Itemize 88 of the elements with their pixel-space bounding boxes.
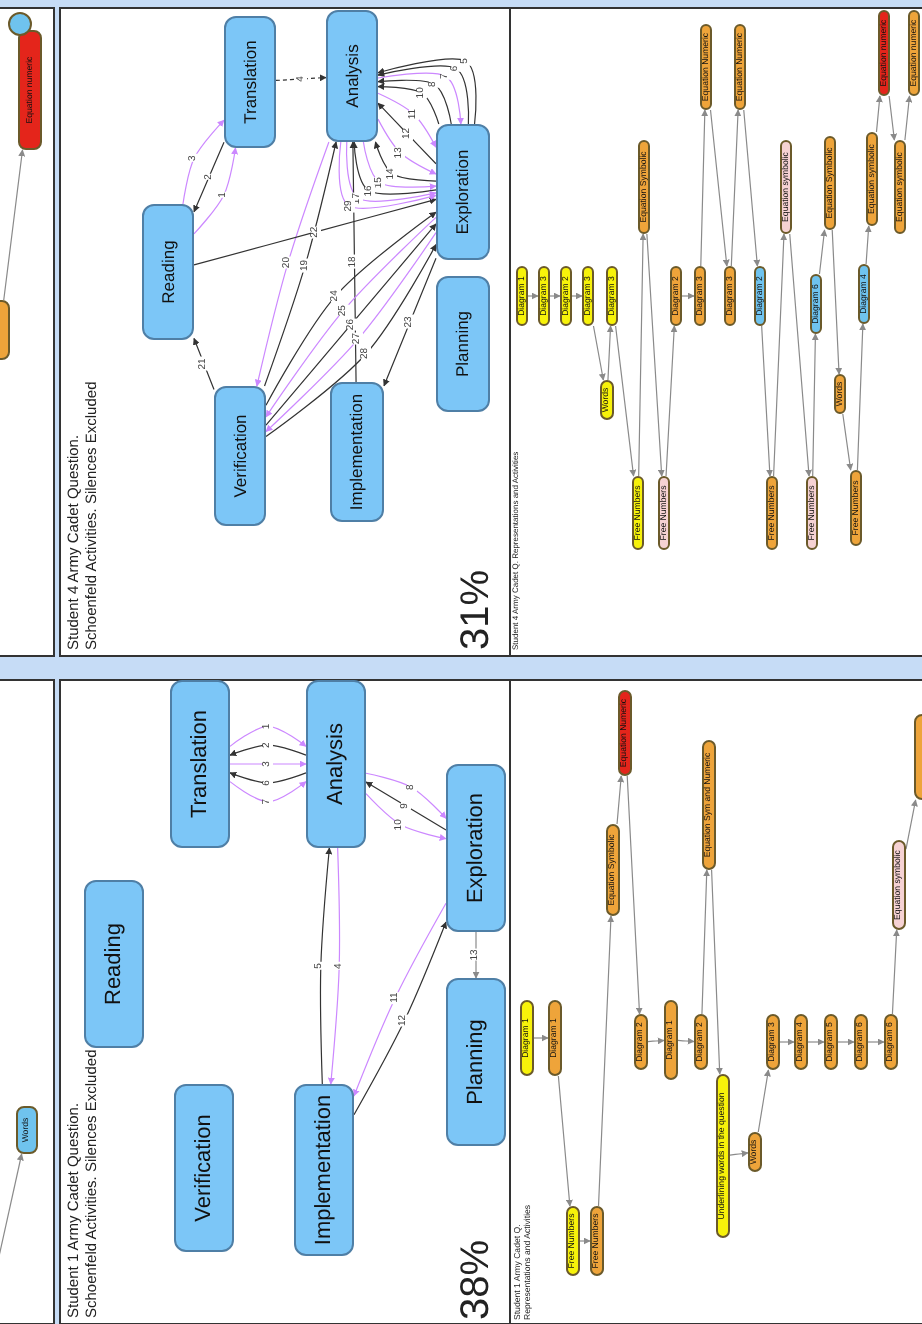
arrow xyxy=(365,781,447,831)
arrow xyxy=(383,257,437,387)
arrow xyxy=(229,725,307,747)
arrow xyxy=(229,760,307,768)
activity-box: Verification xyxy=(214,386,266,526)
arrow xyxy=(193,197,437,266)
activity-box: Implementation xyxy=(330,382,384,522)
activity-box: Reading xyxy=(142,204,194,340)
arrow xyxy=(377,77,452,125)
arrow xyxy=(606,325,614,381)
arrow xyxy=(864,225,872,265)
arrow xyxy=(377,83,440,125)
arrow xyxy=(626,775,643,1015)
arrow xyxy=(701,869,711,1015)
arrow xyxy=(665,325,678,477)
activity-box: Planning xyxy=(436,276,490,412)
arrow xyxy=(182,119,225,205)
arrow xyxy=(377,118,437,175)
arrow xyxy=(867,1038,885,1046)
arrow xyxy=(193,141,225,213)
arrow xyxy=(229,744,307,757)
activity-box: Translation xyxy=(170,680,230,848)
activity-box: Reading xyxy=(84,880,144,1048)
arrow xyxy=(229,771,307,784)
arrow xyxy=(527,292,539,300)
arrow xyxy=(353,921,447,1116)
arrow xyxy=(842,413,854,471)
arrow xyxy=(905,799,918,850)
arrow xyxy=(229,781,307,803)
arrow xyxy=(646,233,665,477)
arrow xyxy=(275,74,327,82)
arrow xyxy=(638,233,647,477)
arrow xyxy=(327,847,341,1085)
arrow xyxy=(616,775,625,825)
arrow xyxy=(193,337,215,391)
arrow xyxy=(533,1034,549,1042)
activity-box: Translation xyxy=(224,16,276,148)
activity-box: Exploration xyxy=(436,124,490,260)
arrow xyxy=(193,147,239,235)
percentage-label: 38% xyxy=(454,1237,500,1320)
arrow xyxy=(377,102,437,165)
arrow xyxy=(615,325,637,477)
arrow xyxy=(549,292,561,300)
arrow xyxy=(837,1038,855,1046)
arrow xyxy=(349,141,357,383)
arrow xyxy=(579,1237,591,1245)
activity-box: Planning xyxy=(446,978,506,1146)
arrow xyxy=(557,1075,573,1207)
arrow xyxy=(362,141,437,191)
arrow xyxy=(729,1150,749,1158)
arrow xyxy=(365,793,447,841)
arrow xyxy=(888,95,898,141)
arrow xyxy=(3,149,26,301)
activity-box: Exploration xyxy=(446,764,506,932)
arrow xyxy=(779,1038,795,1046)
arrow xyxy=(743,109,761,267)
percentage-label: 31% xyxy=(454,567,500,650)
activity-box: Implementation xyxy=(294,1084,354,1256)
arrow xyxy=(353,902,447,1097)
arrow xyxy=(761,325,774,477)
arrow xyxy=(891,929,900,1015)
arrow xyxy=(711,869,723,1075)
arrow xyxy=(904,95,913,141)
activity-box: Analysis xyxy=(306,680,366,848)
arrow xyxy=(709,109,730,267)
arrow xyxy=(377,92,437,148)
arrow xyxy=(592,325,606,381)
arrow xyxy=(700,109,709,267)
arrow xyxy=(571,292,583,300)
arrow xyxy=(757,1069,771,1133)
activity-box: Verification xyxy=(174,1084,234,1252)
arrow xyxy=(597,915,615,1207)
arrow xyxy=(831,229,843,375)
activity-box: Analysis xyxy=(326,10,378,142)
arrow xyxy=(818,229,828,275)
arrow xyxy=(789,233,813,477)
arrow xyxy=(856,323,867,471)
arrow xyxy=(681,292,695,300)
arrow xyxy=(373,141,437,182)
arrow xyxy=(730,109,742,267)
arrow xyxy=(319,847,333,1085)
arrow xyxy=(807,1038,825,1046)
arrow xyxy=(875,95,883,133)
arrow xyxy=(677,1037,695,1045)
arrow xyxy=(811,333,819,477)
arrow xyxy=(773,233,788,477)
arrow xyxy=(647,1037,665,1045)
arrow xyxy=(365,772,447,819)
